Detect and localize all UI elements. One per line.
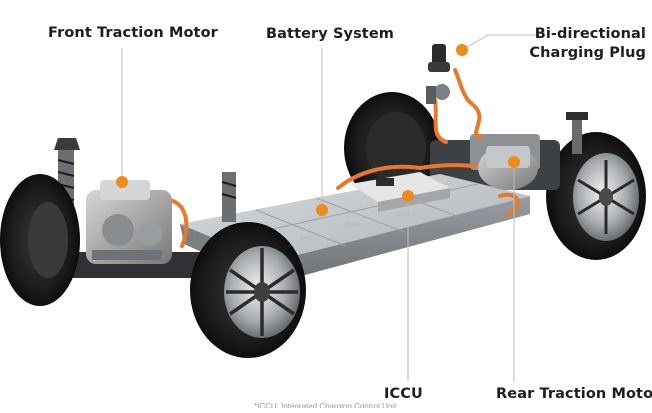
iccu-marker-dot [402, 190, 414, 202]
charging-plug-label-line2: Charging Plug [529, 45, 646, 61]
iccu-label: ICCU [384, 386, 423, 402]
iccu-footnote: *ICCU: Integrated Charging Control Unit [254, 402, 397, 408]
front-motor [86, 180, 172, 264]
callout-markers [116, 44, 520, 216]
front-right-wheel [190, 222, 306, 358]
rear-right-wheel [546, 132, 646, 260]
charging-plug-label: Bi-directional Charging Plug [529, 25, 646, 63]
charging-plug-module [426, 44, 450, 104]
charging-plug-label-line1: Bi-directional [534, 26, 646, 42]
charging-plug-marker-dot [456, 44, 468, 56]
rear-traction-motor-label: Rear Traction Motor [496, 386, 652, 402]
rear-motor-marker-dot [508, 156, 520, 168]
battery-marker-dot [316, 204, 328, 216]
leader-lines [121, 34, 540, 382]
iccu-unit [350, 172, 450, 212]
battery-system-label: Battery System [266, 26, 394, 42]
front-left-wheel [0, 174, 80, 306]
rear-motor [478, 146, 538, 190]
front-traction-motor-label: Front Traction Motor [48, 25, 218, 41]
front-motor-marker-dot [116, 176, 128, 188]
